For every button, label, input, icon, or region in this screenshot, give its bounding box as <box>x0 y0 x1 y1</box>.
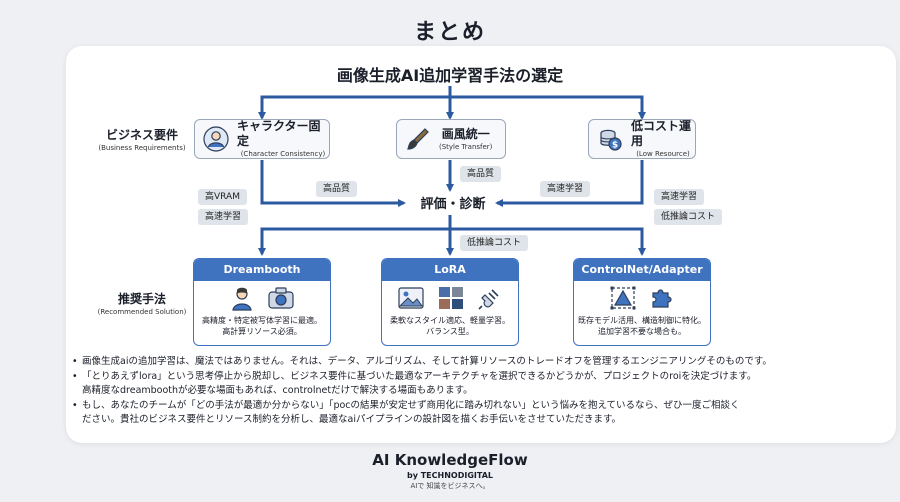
arrow-right-to-center <box>495 160 644 207</box>
note-item-continued: 高精度なdreamboothが必要な場面もあれば、controlnetだけで解決… <box>82 385 473 397</box>
brand-tagline: AIで 知識をビジネスへ。 <box>410 482 490 490</box>
note-item: 「とりあえずlora」という思考停止から脱却し、ビジネス要件に基づいた最適なアー… <box>72 370 872 385</box>
image-grid-icon <box>439 287 463 309</box>
evaluation-label: 評価・診断 <box>420 197 486 212</box>
method-description: 柔軟なスタイル適応、軽量学習。 バランス型。 <box>390 316 510 336</box>
requirement-low-resource: $ 低コスト運用 (Low Resource) <box>588 119 696 159</box>
puzzle-icon <box>652 289 672 308</box>
tag-fast-learning-mid-right: 高速学習 <box>540 181 591 197</box>
arrow-center-right <box>450 227 646 256</box>
requirements-label: ビジネス要件 (Business Requirements) <box>98 128 186 152</box>
method-description: 高精度・特定被写体学習に最適。 高計算リソース必須。 <box>202 316 322 336</box>
tag-high-quality-left: 高品質 <box>316 181 358 197</box>
arrow-center-left <box>258 227 450 256</box>
method-name: LoRA <box>382 259 518 281</box>
method-lora: LoRA 柔軟なスタイル適応、軽量学習。 バランス型。 <box>381 258 519 346</box>
requirement-subtitle: (Style Transfer) <box>439 142 493 151</box>
requirement-title: キャラクター固定 <box>237 119 321 148</box>
requirement-character-consistency: キャラクター固定 (Character Consistency) <box>194 119 330 159</box>
arrow-left-to-center <box>260 160 406 207</box>
method-name: Dreambooth <box>194 259 330 281</box>
summary-notes: 画像生成aiの追加学習は、魔法ではありません。それは、データ、アルゴリズム、そし… <box>72 355 872 428</box>
brand-footer: AI KnowledgeFlow by TECHNODIGITAL AIで 知識… <box>0 450 900 491</box>
person-icon <box>232 287 252 311</box>
requirement-style-transfer: 画風統一 (Style Transfer) <box>396 119 506 159</box>
coin-stack-icon: $ <box>600 129 622 151</box>
svg-text:$: $ <box>612 141 618 151</box>
tag-fast-learning-right: 高速学習 <box>654 189 705 205</box>
requirement-title: 画風統一 <box>441 126 490 141</box>
method-description: 既存モデル活用、構造制御に特化。 追加学習不要な場合も。 <box>578 316 706 336</box>
diagram-title: 画像生成AI追加学習手法の選定 <box>336 66 564 85</box>
person-icon <box>203 126 229 152</box>
tag-high-vram: 高VRAM <box>198 189 247 205</box>
requirement-subtitle: (Low Resource) <box>636 150 690 158</box>
method-controlnet-adapter: ControlNet/Adapter 既存モデル活用、構造制御に特化。 追加学習… <box>573 258 711 346</box>
page-title: まとめ <box>413 20 486 45</box>
paintbrush-icon <box>407 128 429 150</box>
method-name: ControlNet/Adapter <box>574 259 710 281</box>
requirement-title: 低コスト運用 <box>631 119 692 148</box>
camera-icon <box>268 287 294 309</box>
plug-icon <box>478 289 499 310</box>
tag-low-inference-right: 低推論コスト <box>654 209 723 225</box>
note-item: 画像生成aiの追加学習は、魔法ではありません。それは、データ、アルゴリズム、そし… <box>72 355 872 370</box>
note-item: もし、あなたのチームが「どの手法が最適か分からない」「pocの結果が安定せず商用… <box>72 399 872 414</box>
requirement-subtitle: (Character Consistency) <box>240 150 326 158</box>
tag-fast-learning-left: 高速学習 <box>198 209 249 225</box>
arrow-title-left <box>258 95 450 120</box>
structure-icon <box>610 286 636 310</box>
solutions-label: 推奨手法 (Recommended Solution) <box>97 292 187 316</box>
image-icon <box>398 287 424 309</box>
brand-name: AI KnowledgeFlow <box>372 451 528 469</box>
note-item-continued: ださい。貴社のビジネス要件とリソース制約を分析し、最適なaiパイプラインの設計図… <box>82 414 622 426</box>
arrow-title-right <box>450 95 646 120</box>
brand-by: by TECHNODIGITAL <box>407 471 493 480</box>
method-dreambooth: Dreambooth 高精度・特定被写体学習に最適。 高計算リソース必須。 <box>193 258 331 346</box>
tag-high-quality-mid: 高品質 <box>460 166 502 182</box>
tag-low-inference-mid: 低推論コスト <box>460 235 529 251</box>
